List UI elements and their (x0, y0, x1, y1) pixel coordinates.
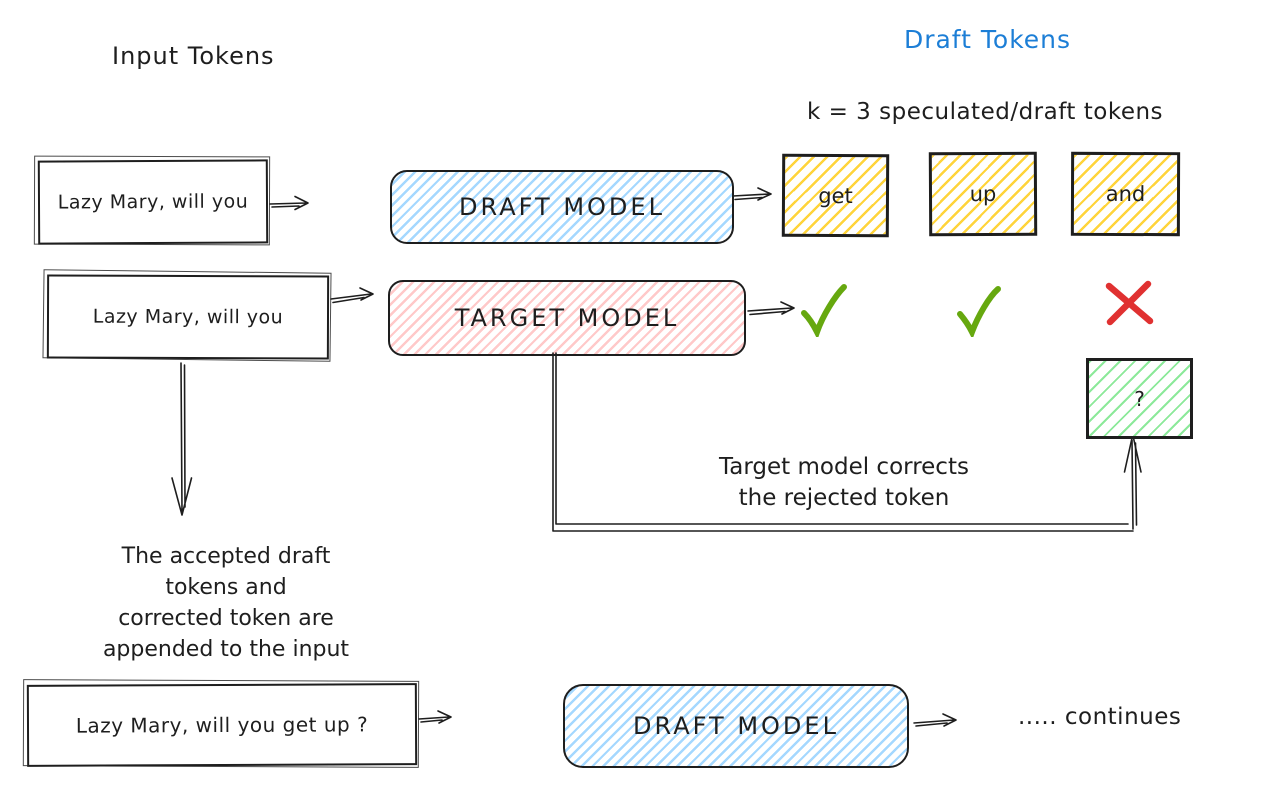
round1-input-box: Lazy Mary, will you (37, 159, 269, 245)
draft-token-label: get (818, 183, 853, 208)
verdict-accepted-get (799, 283, 849, 337)
draft-token-label: up (969, 181, 997, 207)
append-note: The accepted draft tokens and corrected … (78, 541, 374, 665)
input-tokens-heading: Input Tokens (112, 42, 275, 70)
verdict-accepted-up (955, 285, 1003, 337)
correction-note-line: Target model corrects (719, 454, 969, 480)
corrected-token-label: ? (1134, 386, 1145, 411)
draft-token-box-and: and (1070, 151, 1181, 237)
round1-input-text: Lazy Mary, will you (57, 190, 249, 214)
check-stroke (801, 284, 847, 337)
arrow-input2-to-target-model (330, 287, 374, 304)
target-model-label: TARGET MODEL (454, 304, 680, 332)
round3-input-text: Lazy Mary, will you get up ? (75, 712, 369, 738)
arrow-input2-down-to-append-note (171, 362, 193, 516)
round2-input-box: Lazy Mary, will you (46, 274, 330, 360)
verification-input-text: Lazy Mary, will you (92, 305, 284, 329)
corrected-token-box: ? (1086, 358, 1193, 439)
check-stroke (957, 286, 1001, 337)
arrow-input1-to-draft-model (269, 195, 309, 211)
arrow-draft-model2-to-continues (913, 713, 957, 727)
verdict-rejected-and (1102, 280, 1156, 326)
draft-token-label: and (1105, 181, 1146, 207)
append-note-line: The accepted draft (121, 544, 331, 569)
target-model-box: TARGET MODEL (388, 280, 746, 356)
draft-token-box-up: up (928, 151, 1038, 237)
check-icon (957, 286, 1001, 337)
append-note-line: corrected token are (118, 606, 334, 631)
correction-note-line: the rejected token (738, 485, 950, 511)
x-icon (1105, 280, 1154, 326)
draft-model-box-2: DRAFT MODEL (563, 684, 909, 768)
draft-model-label-2: DRAFT MODEL (633, 712, 839, 740)
round3-input-box: Lazy Mary, will you get up ? (26, 683, 418, 767)
draft-token-box-get: get (781, 153, 890, 238)
continues-text: ..... continues (1018, 704, 1182, 730)
draft-model-label-1: DRAFT MODEL (459, 193, 665, 221)
arrow-input3-to-draft-model2 (418, 710, 452, 724)
x-stroke (1105, 280, 1154, 326)
draft-model-box-1: DRAFT MODEL (390, 170, 734, 244)
k-speculated-tokens-note: k = 3 speculated/draft tokens (806, 99, 1164, 125)
check-icon (801, 284, 847, 337)
append-note-line: tokens and (165, 575, 287, 600)
arrow-draft-model-to-tokens (732, 187, 772, 201)
append-note-line: appended to the input (102, 637, 350, 662)
draft-tokens-heading: Draft Tokens (903, 25, 1072, 54)
arrow-target-model-to-verdicts (747, 301, 795, 316)
correction-note: Target model corrects the rejected token (658, 452, 1030, 514)
